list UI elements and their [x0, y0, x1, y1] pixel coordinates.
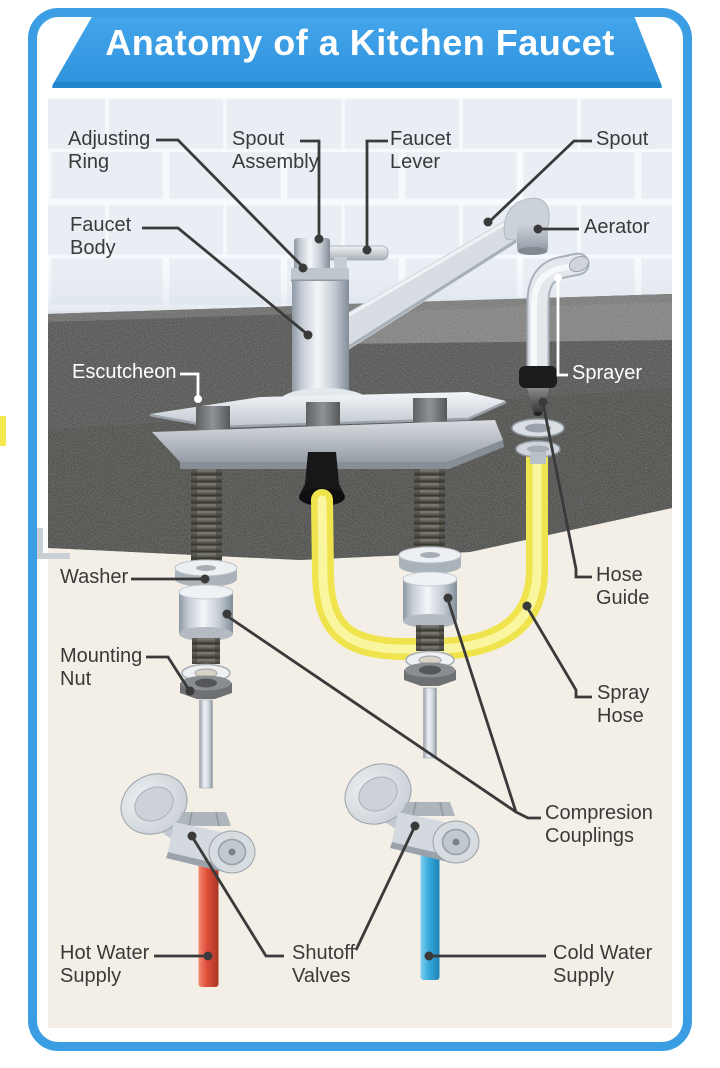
label-escutcheon: Escutcheon — [72, 361, 177, 383]
label-shutoff-valves: Shutoff Valves — [292, 942, 356, 988]
spout-arm — [332, 220, 518, 350]
cold-water-pipe — [420, 848, 440, 980]
label-compression-couplings: Compresion Couplings — [545, 802, 653, 848]
label-adjusting-ring: Adjusting Ring — [68, 128, 151, 174]
label-mounting-nut: Mounting Nut — [60, 645, 143, 691]
label-spout: Spout — [596, 128, 649, 150]
label-cold-water-supply: Cold Water Supply — [553, 942, 653, 988]
leader-dots-light — [194, 274, 562, 403]
page-frame — [28, 8, 692, 1051]
deck-plate — [152, 420, 503, 462]
page-title: Anatomy of a Kitchen Faucet — [105, 22, 615, 63]
label-sprayer: Sprayer — [572, 362, 643, 384]
hose-guide-part — [511, 418, 565, 464]
hose-nipple — [299, 452, 345, 506]
sprayer-collar — [519, 366, 557, 388]
escutcheon-plates — [149, 388, 507, 564]
left-supply-tube — [199, 699, 213, 789]
label-hot-water-supply: Hot Water Supply — [60, 942, 150, 988]
sprayer-assembly — [519, 252, 590, 416]
label-spray-hose: Spray Hose — [597, 682, 650, 728]
leader-lines — [131, 138, 592, 958]
label-faucet-lever: Faucet Lever — [390, 128, 452, 174]
spout-assembly-cap — [294, 238, 330, 271]
label-aerator: Aerator — [584, 216, 650, 238]
edge-artifact — [0, 416, 6, 446]
right-supply-tube — [423, 687, 437, 759]
label-faucet-body: Faucet Body — [70, 214, 132, 260]
label-spout-assembly: Spout Assembly — [232, 128, 319, 174]
hot-water-pipe — [198, 855, 219, 987]
leader-lines-light — [180, 280, 568, 397]
faucet-body-part — [292, 281, 349, 403]
leader-dots — [185, 217, 548, 961]
title-banner — [52, 8, 662, 88]
tile-wall — [48, 98, 672, 322]
label-washer: Washer — [60, 566, 129, 588]
faucet-assembly — [291, 197, 550, 403]
label-hose-guide: Hose Guide — [596, 564, 650, 610]
